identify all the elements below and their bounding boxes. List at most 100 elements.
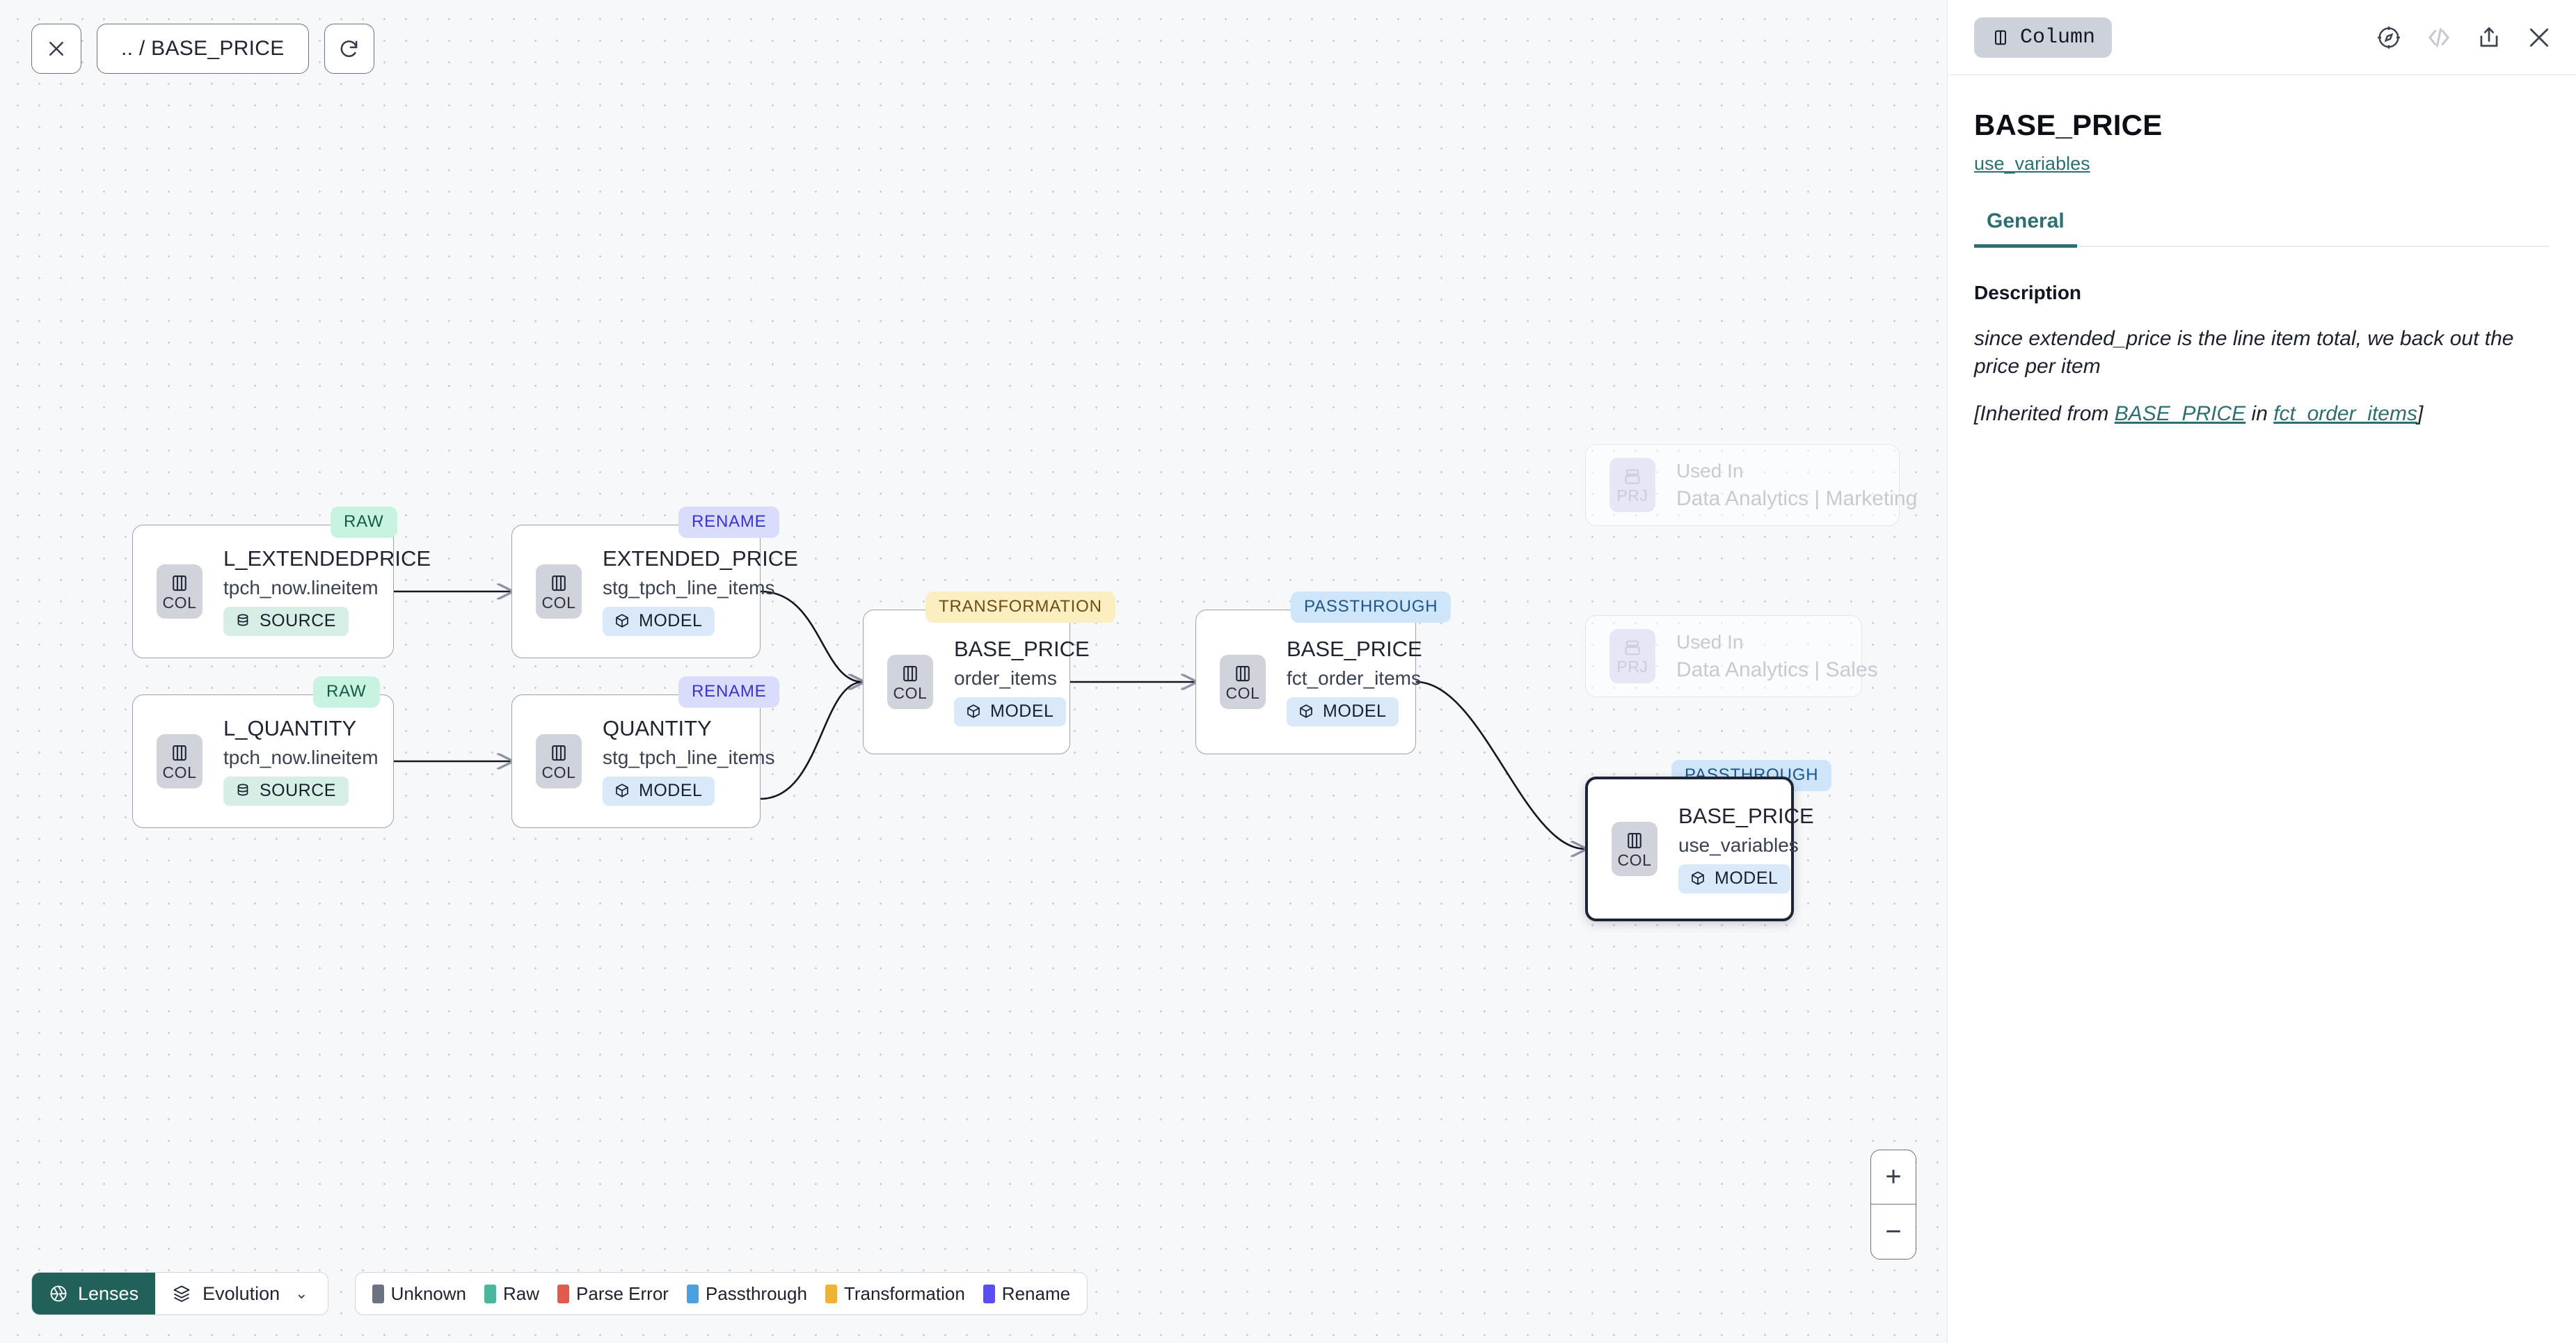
node-subtitle: fct_order_items [1287,667,1421,690]
legend-item-rename: Rename [983,1283,1070,1305]
inherited-prefix: [Inherited from [1974,402,2115,426]
legend-swatch [825,1284,837,1303]
database-icon [237,784,248,796]
node-tag-label: MODEL [1715,868,1779,888]
zoom-controls: + − [1870,1150,1916,1259]
node-subtitle: tpch_now.lineitem [223,577,379,599]
chevron-down-icon: ⌄ [295,1285,308,1302]
cube-icon [616,784,628,797]
close-panel-button[interactable] [2523,22,2555,54]
node-title: L_EXTENDEDPRICE [223,546,431,571]
column-icon [903,665,917,681]
legend-swatch [372,1284,384,1303]
ghost-node-subtitle: Data Analytics | Marketing [1676,486,1918,510]
used-in-node-marketing[interactable]: PRJ Used In Data Analytics | Marketing [1585,444,1917,526]
node-title: L_QUANTITY [223,716,357,741]
chip-label: COL [541,763,576,781]
parent-model-link[interactable]: use_variables [1974,153,2090,174]
column-chip: COL [536,734,582,788]
lineage-node-order-items[interactable]: COL BASE_PRICE order_items MODEL [863,610,1090,754]
entity-type-label: Column [2020,25,2096,49]
column-icon [173,745,186,761]
legend-swatch [686,1284,699,1303]
node-title: BASE_PRICE [954,637,1090,662]
zoom-out-button[interactable]: − [1885,1216,1902,1247]
legend-swatch [983,1284,995,1303]
column-icon [552,575,566,591]
chip-label: PRJ [1616,657,1648,676]
description-heading: Description [1974,282,2082,303]
column-chip: COL [536,564,582,619]
lineage-node-l-quantity[interactable]: COL L_QUANTITY tpch_now.lineitem SOURCE [132,694,394,828]
column-chip: COL [157,734,202,788]
lens-group: Lenses Evolution ⌄ [31,1272,328,1315]
cube-icon [1300,704,1312,718]
node-tag-label: MODEL [639,610,703,630]
view-code-button[interactable] [2423,22,2455,54]
node-subtitle: stg_tpch_line_items [603,747,775,769]
project-chip: PRJ [1609,629,1655,683]
column-chip: COL [1612,822,1657,876]
lenses-button[interactable]: Lenses [32,1273,156,1314]
evolution-dropdown[interactable]: Evolution ⌄ [155,1273,328,1314]
evolution-label: Evolution [202,1282,280,1304]
legend-swatch [484,1284,496,1303]
description-text: since extended_price is the line item to… [1974,327,2514,379]
edge [1415,681,1585,849]
node-subtitle: use_variables [1678,834,1799,857]
lineage-node-use-variables-selected[interactable]: COL BASE_PRICE use_variables MODEL [1585,777,1814,921]
chip-label: COL [893,683,928,702]
breadcrumb[interactable]: .. / BASE_PRICE [97,24,309,74]
node-title: QUANTITY [603,716,712,741]
column-chip: COL [887,655,933,709]
node-title: EXTENDED_PRICE [603,546,798,571]
refresh-icon [340,40,357,57]
legend-swatch [557,1284,570,1303]
description-section: Description since extended_price is the … [1948,247,2576,429]
node-badge-raw: RAW [331,507,397,538]
node-tag-label: MODEL [639,780,703,800]
node-tag-model: MODEL [603,606,715,636]
node-badge-rename: RENAME [678,507,780,538]
column-icon [1628,832,1641,848]
close-button[interactable] [31,24,81,74]
node-tag-source: SOURCE [223,606,349,636]
share-button[interactable] [2473,22,2505,54]
chip-label: COL [1617,850,1652,869]
used-in-node-sales[interactable]: PRJ Used In Data Analytics | Sales [1585,615,1878,697]
panel-tabs: General [1974,209,2550,248]
zoom-in-button[interactable]: + [1871,1150,1916,1205]
lineage-node-quantity[interactable]: COL QUANTITY stg_tpch_line_items MODEL [511,694,774,828]
node-badge-rename: RENAME [678,676,780,708]
tab-general[interactable]: General [1974,209,2077,248]
lineage-node-l-extendedprice[interactable]: COL L_EXTENDEDPRICE tpch_now.lineitem SO… [132,525,431,658]
node-tag-model: MODEL [1287,697,1399,726]
lineage-node-fct-order-items[interactable]: COL BASE_PRICE fct_order_items MODEL [1195,610,1422,754]
legend-label: Transformation [843,1282,965,1304]
legend-label: Raw [503,1282,540,1304]
legend: Unknown Raw Parse Error Passthrough Tran… [354,1272,1088,1315]
legend-label: Passthrough [705,1282,807,1304]
refresh-button[interactable] [324,24,374,74]
chip-label: PRJ [1616,486,1648,504]
legend-label: Parse Error [576,1282,669,1304]
cube-icon [967,704,980,718]
node-badge-passthrough: PASSTHROUGH [1291,591,1452,623]
cube-icon [1692,871,1704,885]
column-icon [552,745,566,761]
lineage-canvas[interactable]: .. / BASE_PRICE [0,0,1947,1343]
inherited-column-link[interactable]: BASE_PRICE [2114,402,2246,426]
lineage-node-extended-price[interactable]: COL EXTENDED_PRICE stg_tpch_line_items M… [511,525,798,658]
inherited-model-link[interactable]: fct_order_items [2273,402,2417,426]
node-subtitle: stg_tpch_line_items [603,577,775,599]
legend-item-unknown: Unknown [372,1283,466,1305]
database-icon [237,614,248,626]
inherited-mid: in [2245,402,2274,426]
page-title: BASE_PRICE [1974,109,2163,141]
node-tag-model: MODEL [603,776,715,806]
chip-label: COL [162,763,197,781]
column-icon [1236,665,1250,681]
compass-icon [2378,26,2400,49]
legend-label: Unknown [390,1282,466,1304]
explore-button[interactable] [2373,22,2405,54]
